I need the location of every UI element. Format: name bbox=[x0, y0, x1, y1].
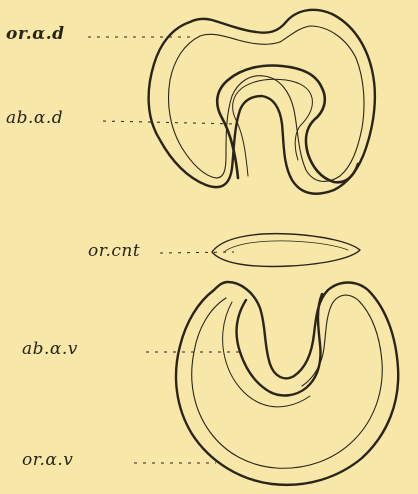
leader-dorsal-aboral bbox=[103, 121, 236, 124]
ventral-thin-outline bbox=[192, 295, 383, 468]
dorsal-aboral-inner-outline bbox=[233, 79, 313, 176]
central-oval-inner bbox=[224, 241, 348, 252]
dorsal-outer-outline bbox=[149, 10, 375, 194]
dorsal-inner-outline bbox=[169, 26, 365, 181]
ventral-outer-outline bbox=[176, 282, 398, 485]
central-oval bbox=[212, 234, 360, 267]
label-ventral-oral: or.α.v bbox=[22, 450, 73, 470]
leader-center-oral bbox=[160, 252, 234, 253]
label-ventral-aboral: ab.α.v bbox=[22, 339, 78, 359]
label-dorsal-oral: or.α.d bbox=[6, 24, 65, 44]
label-dorsal-aboral: ab.α.d bbox=[6, 108, 63, 128]
label-center-oral: or.cnt bbox=[88, 241, 140, 261]
